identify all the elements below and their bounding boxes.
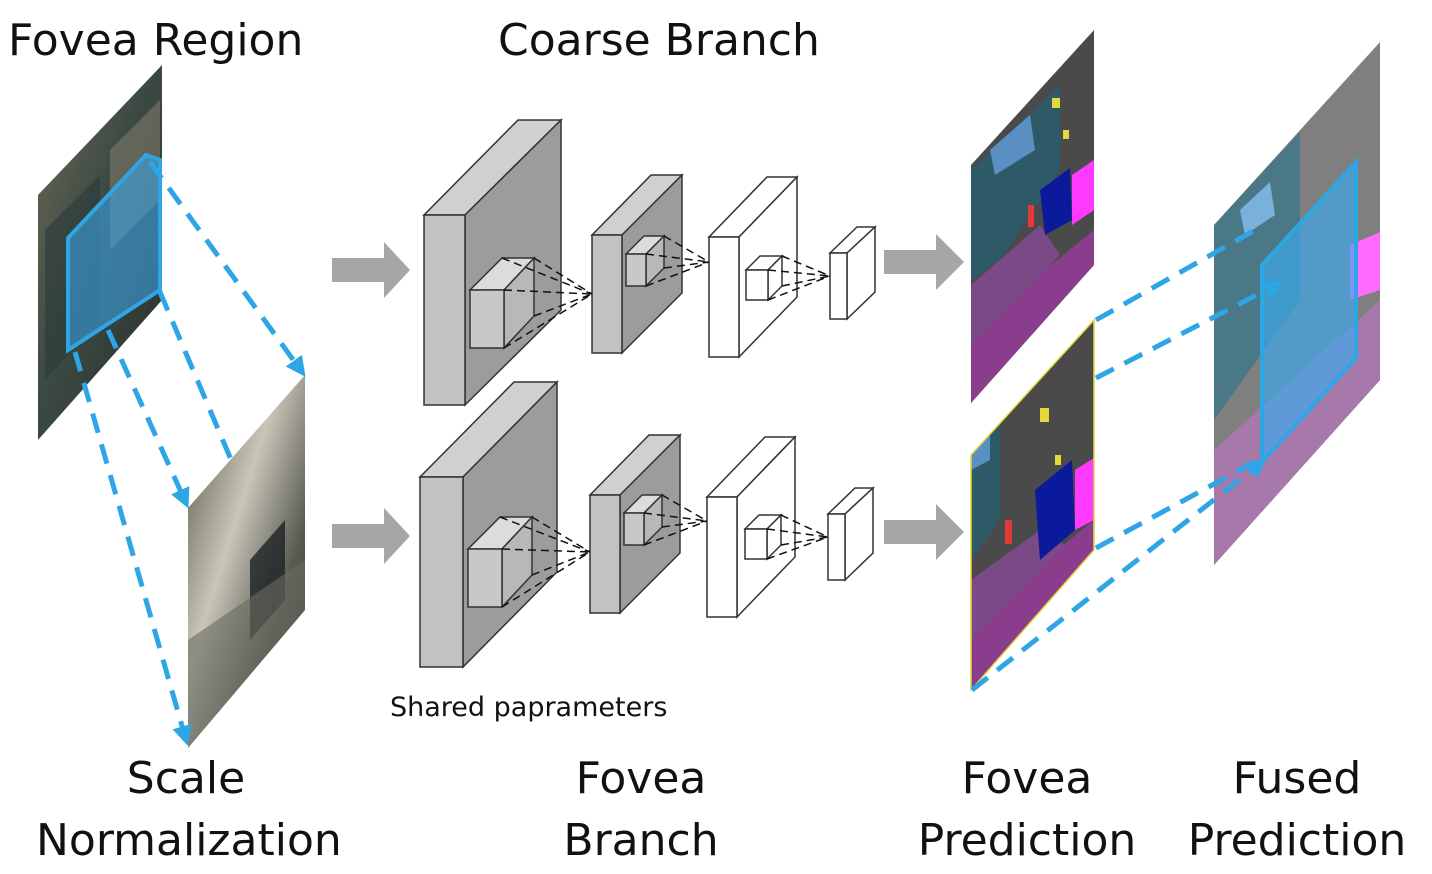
coarse-prediction-map (971, 30, 1094, 403)
fused-prediction-label-line1: Fused (1232, 753, 1362, 804)
flow-arrows (332, 234, 964, 564)
coarse-kernel-1 (468, 256, 536, 350)
scale-normalized-image (188, 375, 305, 748)
flow-arrow-bottom-input (332, 508, 410, 564)
fovea-kernel-3 (743, 513, 783, 561)
fovea-prediction-label-line1: Fovea (961, 753, 1093, 804)
coarse-kernel-3 (744, 254, 784, 302)
fovea-prediction-label-line2: Prediction (917, 815, 1137, 866)
flow-arrow-top-output (884, 234, 964, 290)
coarse-branch-network (422, 118, 877, 407)
fovea-layer-1 (418, 380, 559, 669)
fovea-branch-network (418, 380, 875, 669)
shared-parameters-label: Shared paprameters (390, 692, 668, 723)
fovea-kernel-2 (622, 493, 664, 547)
fovea-branch-label-line2: Branch (563, 815, 719, 866)
fovea-branch-label-line1: Fovea (575, 753, 707, 804)
fovea-kernel-1 (466, 515, 534, 609)
fused-prediction-label-line2: Prediction (1187, 815, 1407, 866)
flow-arrow-bottom-output (884, 504, 964, 560)
fovea-highlight-box (66, 152, 162, 354)
scale-normalization-label-line2: Normalization (36, 815, 342, 866)
scale-normalization-links (72, 160, 306, 746)
coarse-layer-4 (828, 225, 877, 321)
flow-arrow-top-input (332, 242, 410, 298)
fusion-links (970, 223, 1284, 692)
fovea-prediction-map (970, 318, 1095, 692)
coarse-branch-label: Coarse Branch (498, 15, 820, 66)
fovea-layer-4 (826, 486, 875, 582)
fovea-region-label: Fovea Region (8, 15, 304, 66)
scale-normalization-label-line1: Scale (126, 753, 246, 804)
fused-highlight-box (1260, 156, 1358, 468)
